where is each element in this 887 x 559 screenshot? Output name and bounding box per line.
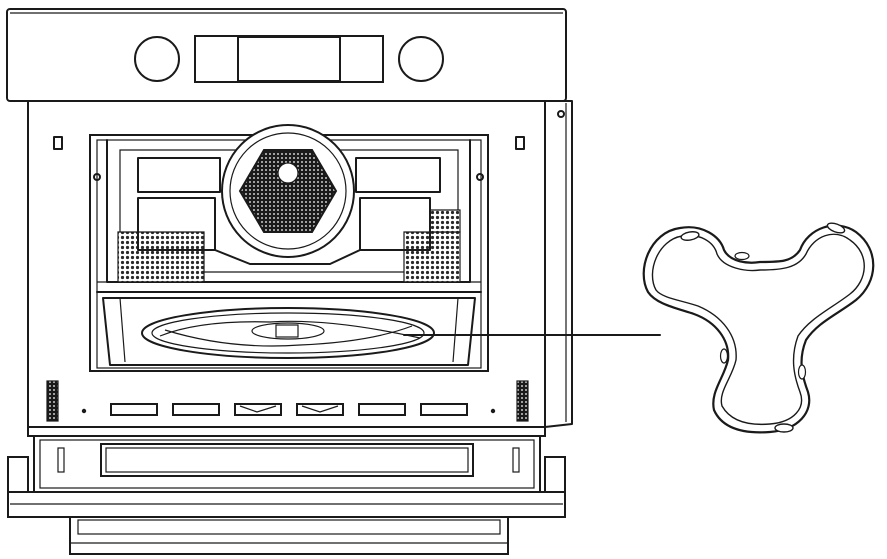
display-panel	[194, 35, 384, 83]
lower-front	[46, 380, 529, 422]
left-latch-icon	[46, 380, 59, 422]
oven-body	[27, 100, 573, 428]
tri-roller-ring-icon	[642, 222, 875, 434]
right-latch-icon	[516, 380, 529, 422]
vent-slots	[110, 403, 468, 416]
left-hinge-mark-icon	[53, 136, 63, 150]
right-knob-icon	[398, 36, 444, 82]
control-panel	[6, 8, 567, 102]
side-screw-icon	[557, 110, 565, 118]
fan-grille-icon	[238, 149, 338, 233]
left-knob-icon	[134, 36, 180, 82]
roller-ring-in-oven-icon	[141, 307, 435, 359]
oven-cavity	[89, 124, 489, 372]
right-hinge-mark-icon	[515, 136, 525, 150]
oven-door	[7, 426, 566, 555]
